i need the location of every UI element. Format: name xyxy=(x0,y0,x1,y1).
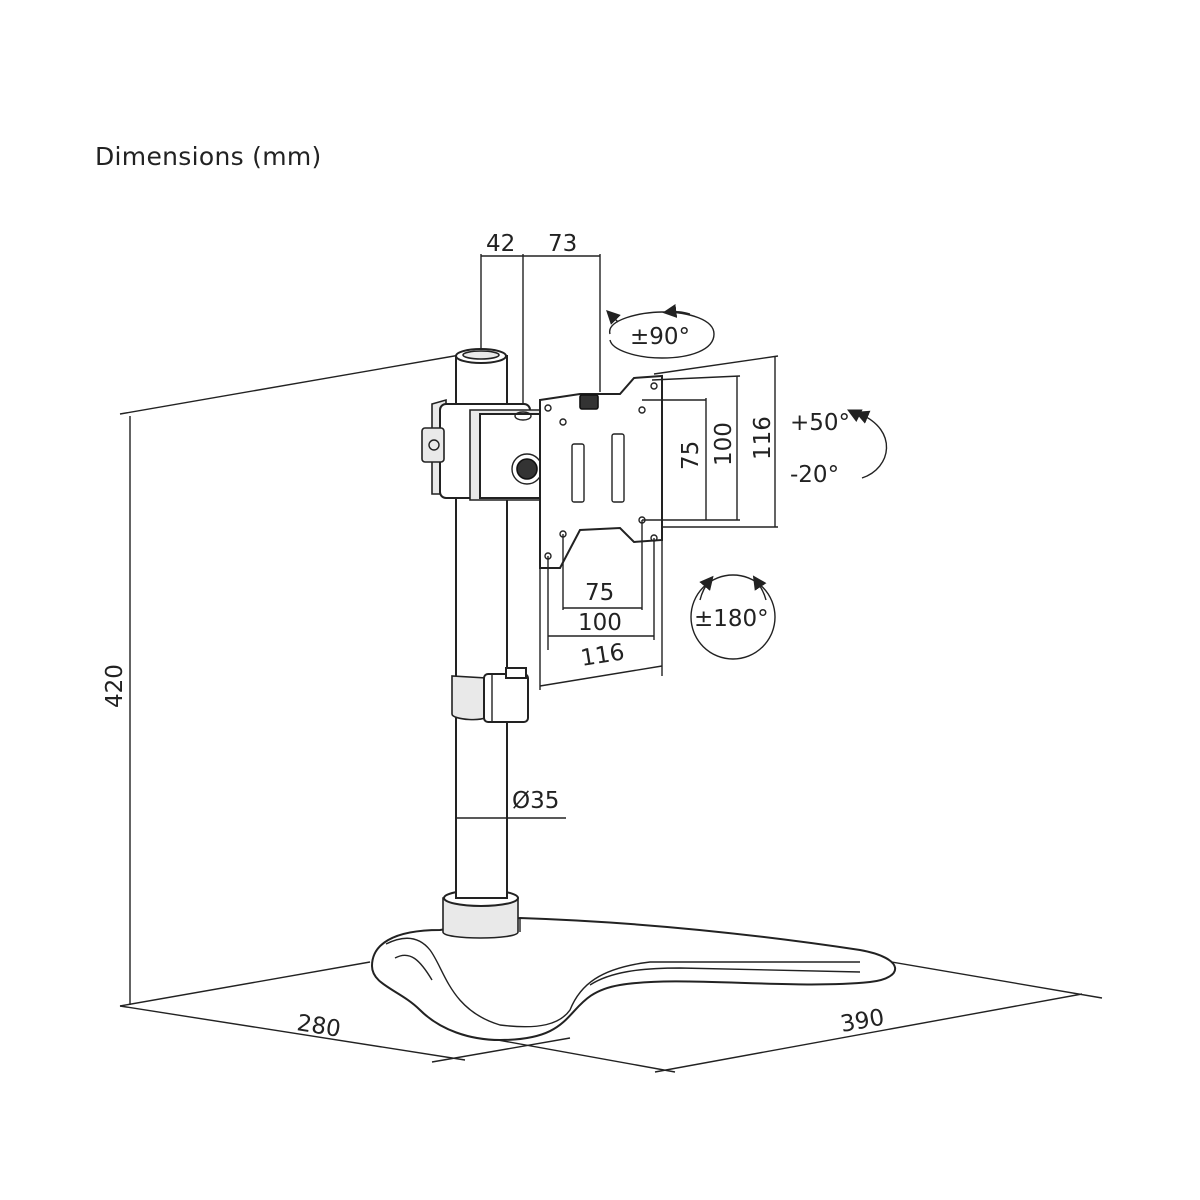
pole-clamp xyxy=(421,398,543,501)
pole-offset-label: 42 xyxy=(486,231,515,257)
tilt-up-label: +50° xyxy=(790,410,850,436)
vesa-plate xyxy=(539,374,663,569)
base-width-label: 390 xyxy=(839,1005,887,1038)
pole-diameter-label: Ø35 xyxy=(512,788,559,814)
plate-height-label: 116 xyxy=(750,416,776,460)
height-label: 420 xyxy=(102,664,128,708)
base-depth-label: 280 xyxy=(295,1010,342,1043)
vesa-v-large-label: 100 xyxy=(711,422,737,466)
rotation-indicators xyxy=(606,304,888,660)
reference-planes xyxy=(119,354,1103,1073)
page-title: Dimensions (mm) xyxy=(95,142,322,171)
cable-clip xyxy=(451,667,529,723)
arm-offset-label: 73 xyxy=(548,231,577,257)
swivel-label: ±90° xyxy=(630,324,690,350)
rotate-label: ±180° xyxy=(694,606,769,632)
tilt-down-label: -20° xyxy=(790,462,839,488)
plate-width-label: 116 xyxy=(579,639,626,672)
dimension-lines xyxy=(456,254,779,819)
vesa-v-small-label: 75 xyxy=(678,441,704,470)
vesa-h-large-label: 100 xyxy=(578,610,622,636)
stand-base xyxy=(370,916,897,1042)
vesa-h-small-label: 75 xyxy=(585,580,614,606)
